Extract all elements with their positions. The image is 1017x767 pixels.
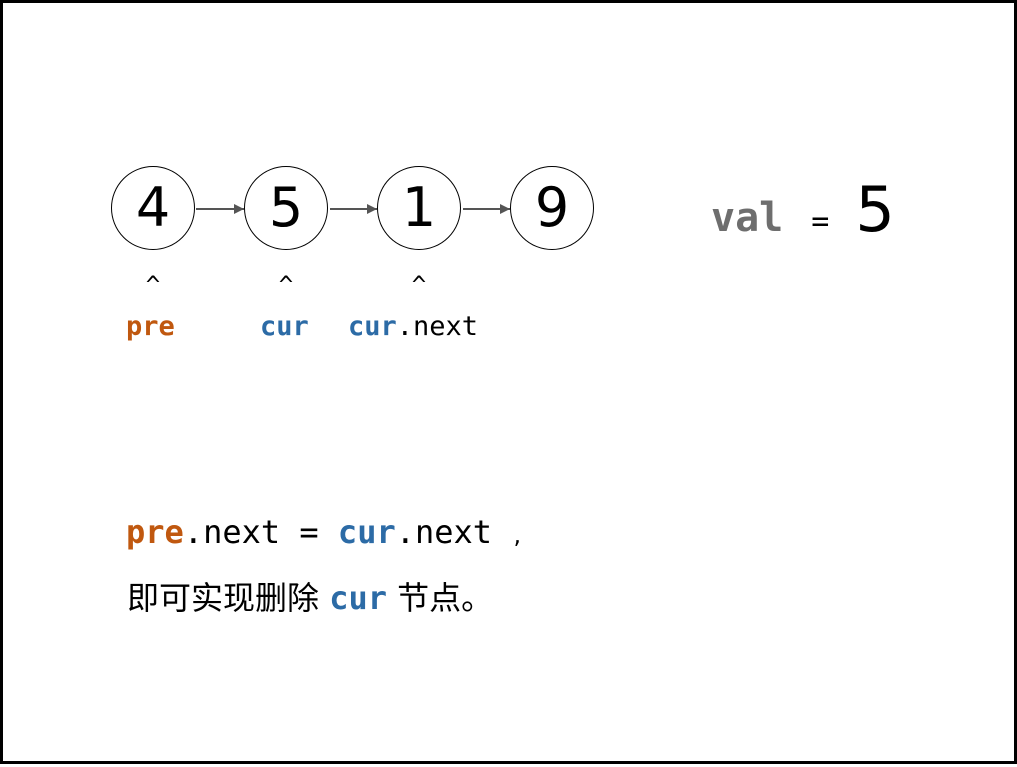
explanation-text-line: 即可实现删除 cur 节点。 — [127, 573, 493, 619]
val-value: 5 — [855, 173, 895, 246]
node-5-value: 5 — [268, 176, 304, 239]
code-comma: , — [511, 524, 524, 548]
label-cur-next: cur.next — [348, 311, 478, 342]
node-1-value: 1 — [401, 176, 437, 239]
text-before: 即可实现删除 — [127, 579, 330, 617]
text-after: 节点。 — [386, 579, 494, 617]
code-cur: cur — [337, 513, 396, 551]
text-cur: cur — [329, 579, 387, 617]
val-equals: = — [811, 204, 830, 239]
label-pre-text: pre — [126, 311, 175, 342]
val-display: val = 5 — [711, 173, 895, 246]
explanation-code-line: pre.next = cur.next , — [126, 513, 523, 551]
node-4-value: 4 — [135, 176, 171, 239]
node-1: 1 — [377, 166, 461, 250]
code-pre: pre — [126, 513, 184, 551]
node-9: 9 — [510, 166, 594, 250]
label-cur-next-prefix: cur — [348, 311, 397, 342]
arrows-layer — [196, 204, 510, 214]
label-cur-next-suffix: .next — [396, 311, 479, 342]
code-part2: .next — [395, 513, 512, 551]
node-5: 5 — [244, 166, 328, 250]
code-part1: .next = — [183, 513, 338, 551]
node-9-value: 9 — [534, 176, 570, 239]
label-pre: pre — [126, 311, 175, 342]
caret-pre: ^ — [145, 271, 161, 299]
val-key: val — [711, 195, 784, 241]
caret-cur: ^ — [278, 271, 294, 299]
node-4: 4 — [111, 166, 195, 250]
caret-cur-next: ^ — [411, 271, 427, 299]
label-cur: cur — [260, 311, 309, 342]
label-cur-text: cur — [260, 311, 309, 342]
